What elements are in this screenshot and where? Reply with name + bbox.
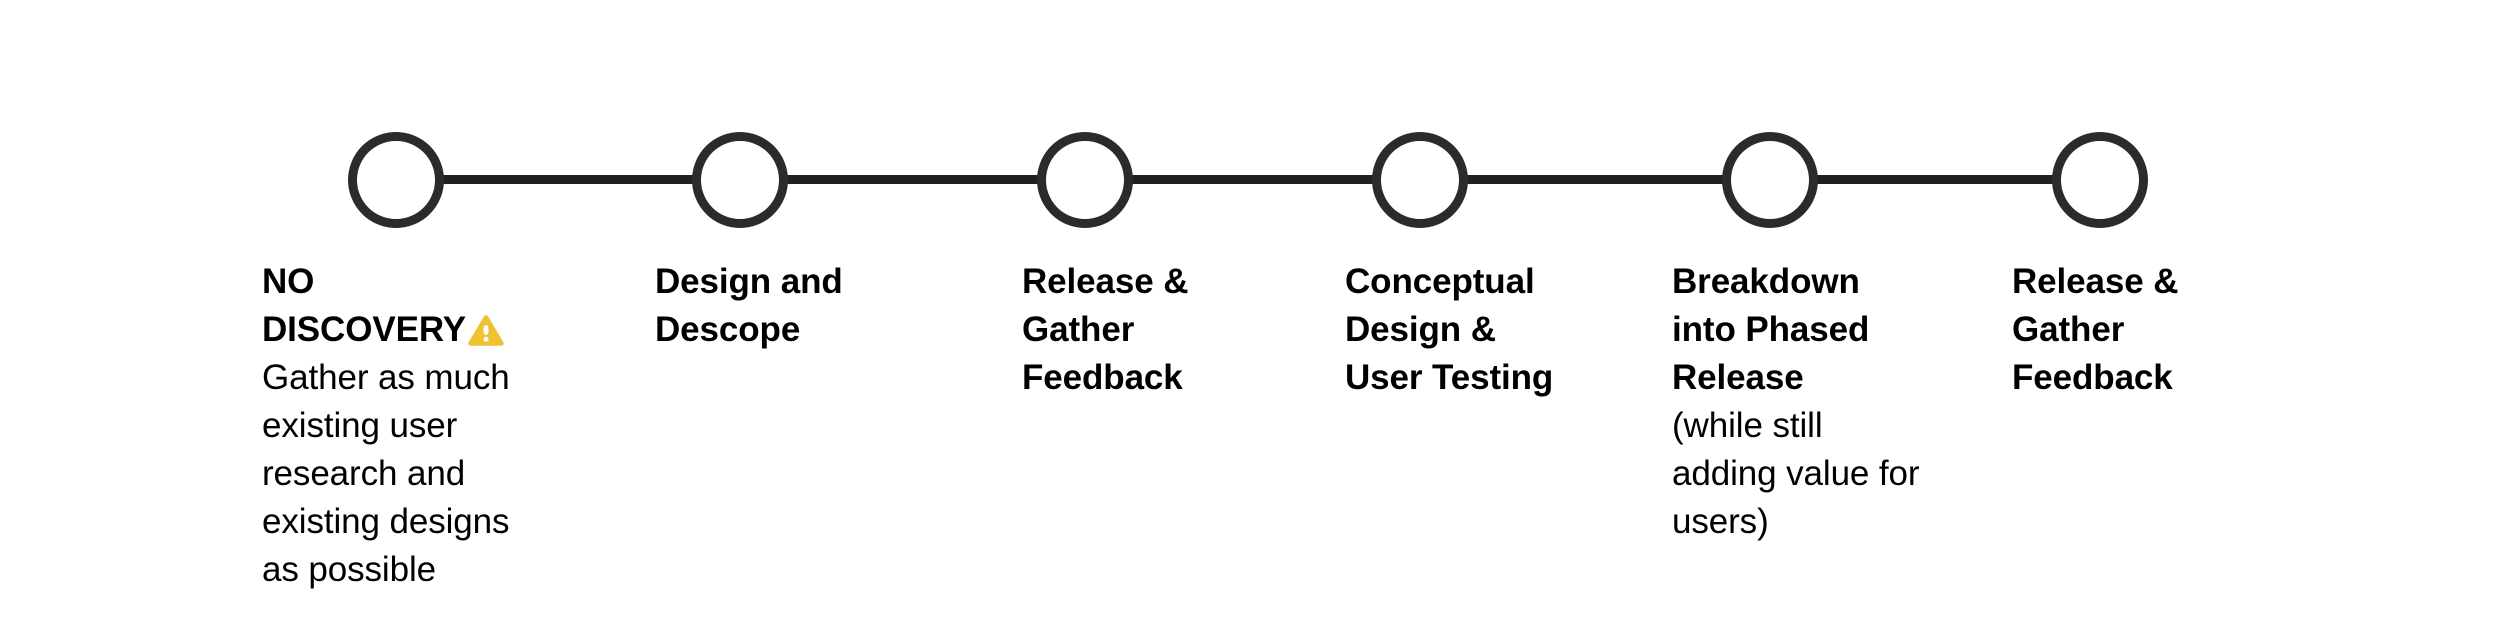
timeline-connector-4-5 [1464, 175, 1726, 184]
timeline-connector-5-6 [1814, 175, 2056, 184]
timeline-step-1-label[interactable]: NO DISCOVERY Gather as much existing use… [262, 258, 512, 594]
timeline-node-2[interactable] [692, 132, 788, 228]
timeline-node-3[interactable] [1037, 132, 1133, 228]
timeline-connector-3-4 [1129, 175, 1376, 184]
timeline-node-5[interactable] [1722, 132, 1818, 228]
timeline-step-3-title: Release & Gather Feedback [1022, 262, 1189, 397]
timeline-step-5-body: (while still adding value for users) [1672, 406, 1920, 541]
timeline-node-6[interactable] [2052, 132, 2148, 228]
timeline-step-6-label[interactable]: Release & Gather Feedback [2012, 258, 2227, 402]
timeline-step-1-body: Gather as much existing user research an… [262, 358, 510, 589]
warning-triangle-icon [467, 312, 505, 346]
timeline-step-4-title: Conceptual Design & User Testing [1345, 262, 1554, 397]
timeline-step-4-label[interactable]: Conceptual Design & User Testing [1345, 258, 1560, 402]
timeline-connector-1-2 [440, 175, 696, 184]
timeline-connector-2-3 [784, 175, 1041, 184]
timeline-track [0, 0, 2500, 300]
timeline-step-5-title: Breakdown into Phased Release [1672, 262, 1870, 397]
timeline-step-1-title: NO DISCOVERY [262, 262, 466, 349]
timeline-step-5-label[interactable]: Breakdown into Phased Release (while sti… [1672, 258, 1922, 546]
timeline-step-6-title: Release & Gather Feedback [2012, 262, 2179, 397]
timeline-step-2-title: Design and Descope [655, 262, 843, 349]
timeline-step-3-label[interactable]: Release & Gather Feedback [1022, 258, 1237, 402]
timeline-node-1[interactable] [348, 132, 444, 228]
timeline-node-4[interactable] [1372, 132, 1468, 228]
timeline-step-2-label[interactable]: Design and Descope [655, 258, 905, 354]
